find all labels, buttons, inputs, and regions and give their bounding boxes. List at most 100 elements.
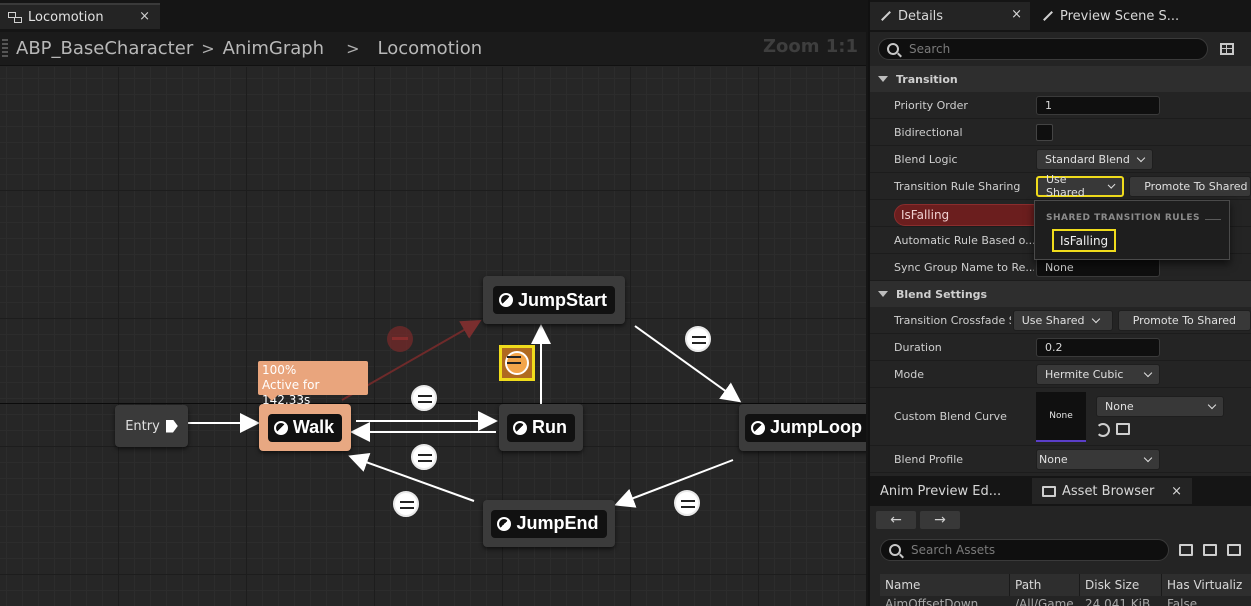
priority-order-field[interactable]: 1 <box>1036 95 1160 115</box>
prop-duration: Duration 0.2 <box>870 334 1251 361</box>
close-icon[interactable]: × <box>139 9 150 24</box>
promote-to-shared-button[interactable]: Promote To Shared <box>1129 175 1251 197</box>
sync-group-field[interactable]: None <box>1036 257 1160 277</box>
asset-browser-panel: Anim Preview Ed... Asset Browser × ← → N… <box>868 476 1251 606</box>
details-search-input[interactable] <box>909 42 1189 56</box>
tab-asset-browser-label: Asset Browser <box>1062 483 1155 499</box>
prop-label: Sync Group Name to Re... <box>894 260 1034 274</box>
transition-rule-jumpstart-jumploop[interactable] <box>685 326 711 352</box>
rule-sharing-combo[interactable]: Use Shared <box>1036 173 1125 199</box>
browse-asset-icon[interactable] <box>1116 423 1130 435</box>
state-title-jumploop: JumpLoop <box>745 413 866 442</box>
transition-rule-run-walk[interactable] <box>411 444 437 470</box>
state-node-jumploop[interactable]: JumpLoop <box>739 404 866 451</box>
wire-jumpstart-jumploop <box>634 325 742 403</box>
promote-crossfade-button[interactable]: Promote To Shared <box>1117 309 1251 331</box>
entry-node[interactable]: Entry <box>115 405 188 447</box>
crossfade-sharing-combo[interactable]: Use Shared <box>1012 309 1113 331</box>
mode-combo[interactable]: Hermite Cubic <box>1036 363 1160 385</box>
duration-field[interactable]: 0.2 <box>1036 337 1160 357</box>
back-button[interactable]: ← <box>876 511 916 529</box>
blend-logic-combo[interactable]: Standard Blend <box>1036 148 1153 170</box>
active-state-badge: 100% Active for 142.33s <box>258 361 368 407</box>
state-icon <box>273 420 288 435</box>
transition-wires <box>188 320 742 508</box>
tab-anim-preview-editor[interactable]: Anim Preview Ed... <box>870 478 1030 504</box>
wire-jumploop-jumpend <box>614 459 734 508</box>
prop-blend-logic: Blend Logic Standard Blend <box>870 146 1251 173</box>
transition-rule-walk-jumpstart[interactable] <box>387 326 413 352</box>
breadcrumb-item-animgraph[interactable]: AnimGraph <box>222 38 325 59</box>
custom-curve-combo[interactable]: None <box>1096 396 1224 417</box>
tab-details[interactable]: Details × <box>870 2 1030 30</box>
history-nav: ← → <box>870 506 1251 534</box>
close-icon[interactable]: × <box>1011 7 1022 22</box>
state-label: JumpLoop <box>770 417 862 437</box>
breadcrumb-item-blueprint[interactable]: ABP_BaseCharacter <box>16 38 194 59</box>
settings-icon[interactable] <box>1227 544 1241 556</box>
tab-anim-preview-label: Anim Preview Ed... <box>880 483 1002 499</box>
blend-profile-combo[interactable]: None <box>1036 448 1160 470</box>
property-matrix-icon[interactable] <box>1220 43 1234 55</box>
graph-canvas[interactable] <box>0 67 866 606</box>
chevron-down-icon <box>1207 400 1217 410</box>
section-blend-settings[interactable]: Blend Settings <box>870 281 1251 307</box>
graph-editor[interactable]: Locomotion × ABP_BaseCharacter > AnimGra… <box>0 0 866 606</box>
transition-rule-walk-run[interactable] <box>411 385 437 411</box>
combo-value: Hermite Cubic <box>1045 367 1124 381</box>
tab-preview-label: Preview Scene S... <box>1060 8 1180 24</box>
table-row[interactable]: AimOffsetDown /All/Game... 24.041 KiB Fa… <box>880 597 1251 606</box>
state-node-walk[interactable]: Walk <box>259 404 351 451</box>
tab-locomotion-label: Locomotion <box>28 9 104 25</box>
bidirectional-checkbox[interactable] <box>1036 123 1053 141</box>
state-node-run[interactable]: Run <box>499 404 583 451</box>
asset-column-header: Name Path Disk Size Has Virtualiz <box>880 574 1251 596</box>
tab-preview-scene-settings[interactable]: Preview Scene S... <box>1032 2 1232 30</box>
prop-transition-rule-sharing: Transition Rule Sharing Use Shared Promo… <box>870 173 1251 200</box>
pencil-icon <box>1040 9 1054 23</box>
prop-label: Transition Rule Sharing <box>894 179 1021 193</box>
chevron-down-icon <box>1091 314 1100 323</box>
cell-name: AimOffsetDown <box>885 597 979 606</box>
close-icon[interactable]: × <box>1171 483 1182 499</box>
asset-search-row <box>870 534 1251 566</box>
use-selected-icon[interactable] <box>1096 423 1110 437</box>
column-path[interactable]: Path <box>1010 574 1080 596</box>
tab-locomotion[interactable]: Locomotion × <box>0 3 160 29</box>
combo-value: Use Shared <box>1046 173 1085 199</box>
transition-rule-run-jumpstart-selected[interactable] <box>499 345 535 381</box>
dropdown-item-isfalling[interactable]: IsFalling <box>1052 229 1117 252</box>
forward-button[interactable]: → <box>920 511 960 529</box>
column-has-virtualized[interactable]: Has Virtualiz <box>1162 574 1251 596</box>
folder-view-icon[interactable] <box>1179 544 1193 556</box>
pencil-icon <box>878 9 892 23</box>
shared-rule-pill[interactable]: IsFalling <box>894 204 1044 226</box>
filter-icon[interactable] <box>1203 544 1217 556</box>
state-node-jumpstart[interactable]: JumpStart <box>483 276 625 324</box>
column-disk-size[interactable]: Disk Size <box>1080 574 1162 596</box>
section-transition[interactable]: Transition <box>870 66 1251 92</box>
transition-rule-jumploop-jumpend[interactable] <box>674 490 700 516</box>
details-search[interactable] <box>878 38 1208 60</box>
breadcrumb-item-locomotion[interactable]: Locomotion <box>377 38 483 59</box>
details-tabbar: Details × Preview Scene S... <box>870 0 1251 32</box>
tab-asset-browser[interactable]: Asset Browser × <box>1032 478 1192 504</box>
column-name[interactable]: Name <box>880 574 1010 596</box>
prop-label: Blend Logic <box>894 152 958 166</box>
chevron-down-icon <box>1143 453 1153 462</box>
state-icon <box>498 293 513 307</box>
graph-icon <box>8 11 22 23</box>
divider <box>1205 219 1221 220</box>
asset-search[interactable] <box>880 539 1169 561</box>
folder-icon <box>1042 485 1056 497</box>
prop-label: Blend Profile <box>894 452 964 466</box>
entry-label: Entry <box>125 418 160 434</box>
curve-thumbnail[interactable]: None <box>1036 391 1086 442</box>
transition-rule-jumpend-walk[interactable] <box>393 491 419 517</box>
section-blend-label: Blend Settings <box>896 287 988 301</box>
state-node-jumpend[interactable]: JumpEnd <box>483 500 615 547</box>
asset-search-input[interactable] <box>911 543 1161 557</box>
tab-details-label: Details <box>898 8 944 24</box>
breadcrumb-separator: > <box>201 39 215 58</box>
state-icon <box>751 420 765 435</box>
